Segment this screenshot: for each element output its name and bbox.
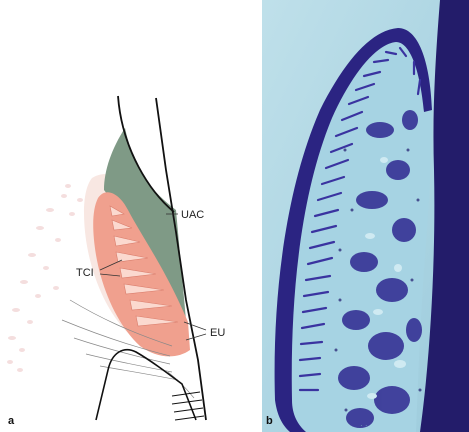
- eu-label: EU: [210, 327, 225, 339]
- panel-b: · · b: [262, 0, 469, 432]
- panel-a-label: a: [8, 415, 15, 427]
- uac-label: UAC: [181, 209, 204, 221]
- photo-corner-marks: · ·: [360, 421, 368, 430]
- tci-label: TCI: [76, 267, 94, 279]
- panel-a: UAC TCI EU a: [0, 0, 262, 432]
- panel-b-label: b: [266, 415, 273, 427]
